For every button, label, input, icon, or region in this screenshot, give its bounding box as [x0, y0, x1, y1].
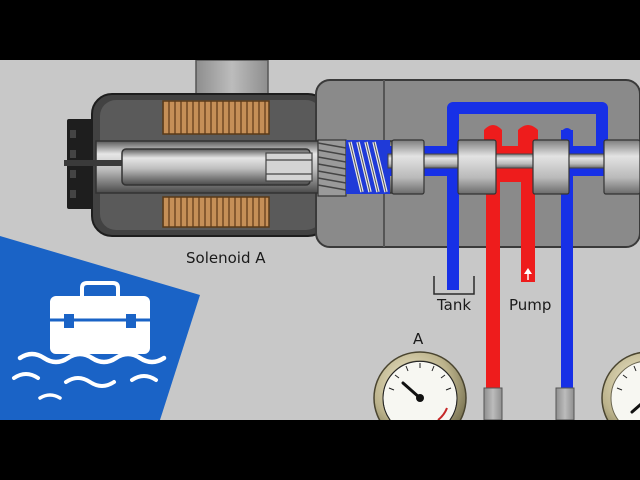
letterbox-bottom: [0, 420, 640, 480]
tank-label: Tank: [437, 296, 471, 314]
coil-winding-bottom: [163, 197, 269, 227]
coil-winding-top: [163, 101, 269, 134]
threaded-section: [318, 140, 346, 196]
solenoid-label: Solenoid A: [186, 249, 266, 267]
push-rod: [64, 160, 124, 166]
gauge-label: A: [413, 330, 423, 348]
top-pipe-stub: [196, 60, 268, 96]
letterbox-top: [0, 0, 640, 60]
pump-label: Pump: [509, 296, 551, 314]
